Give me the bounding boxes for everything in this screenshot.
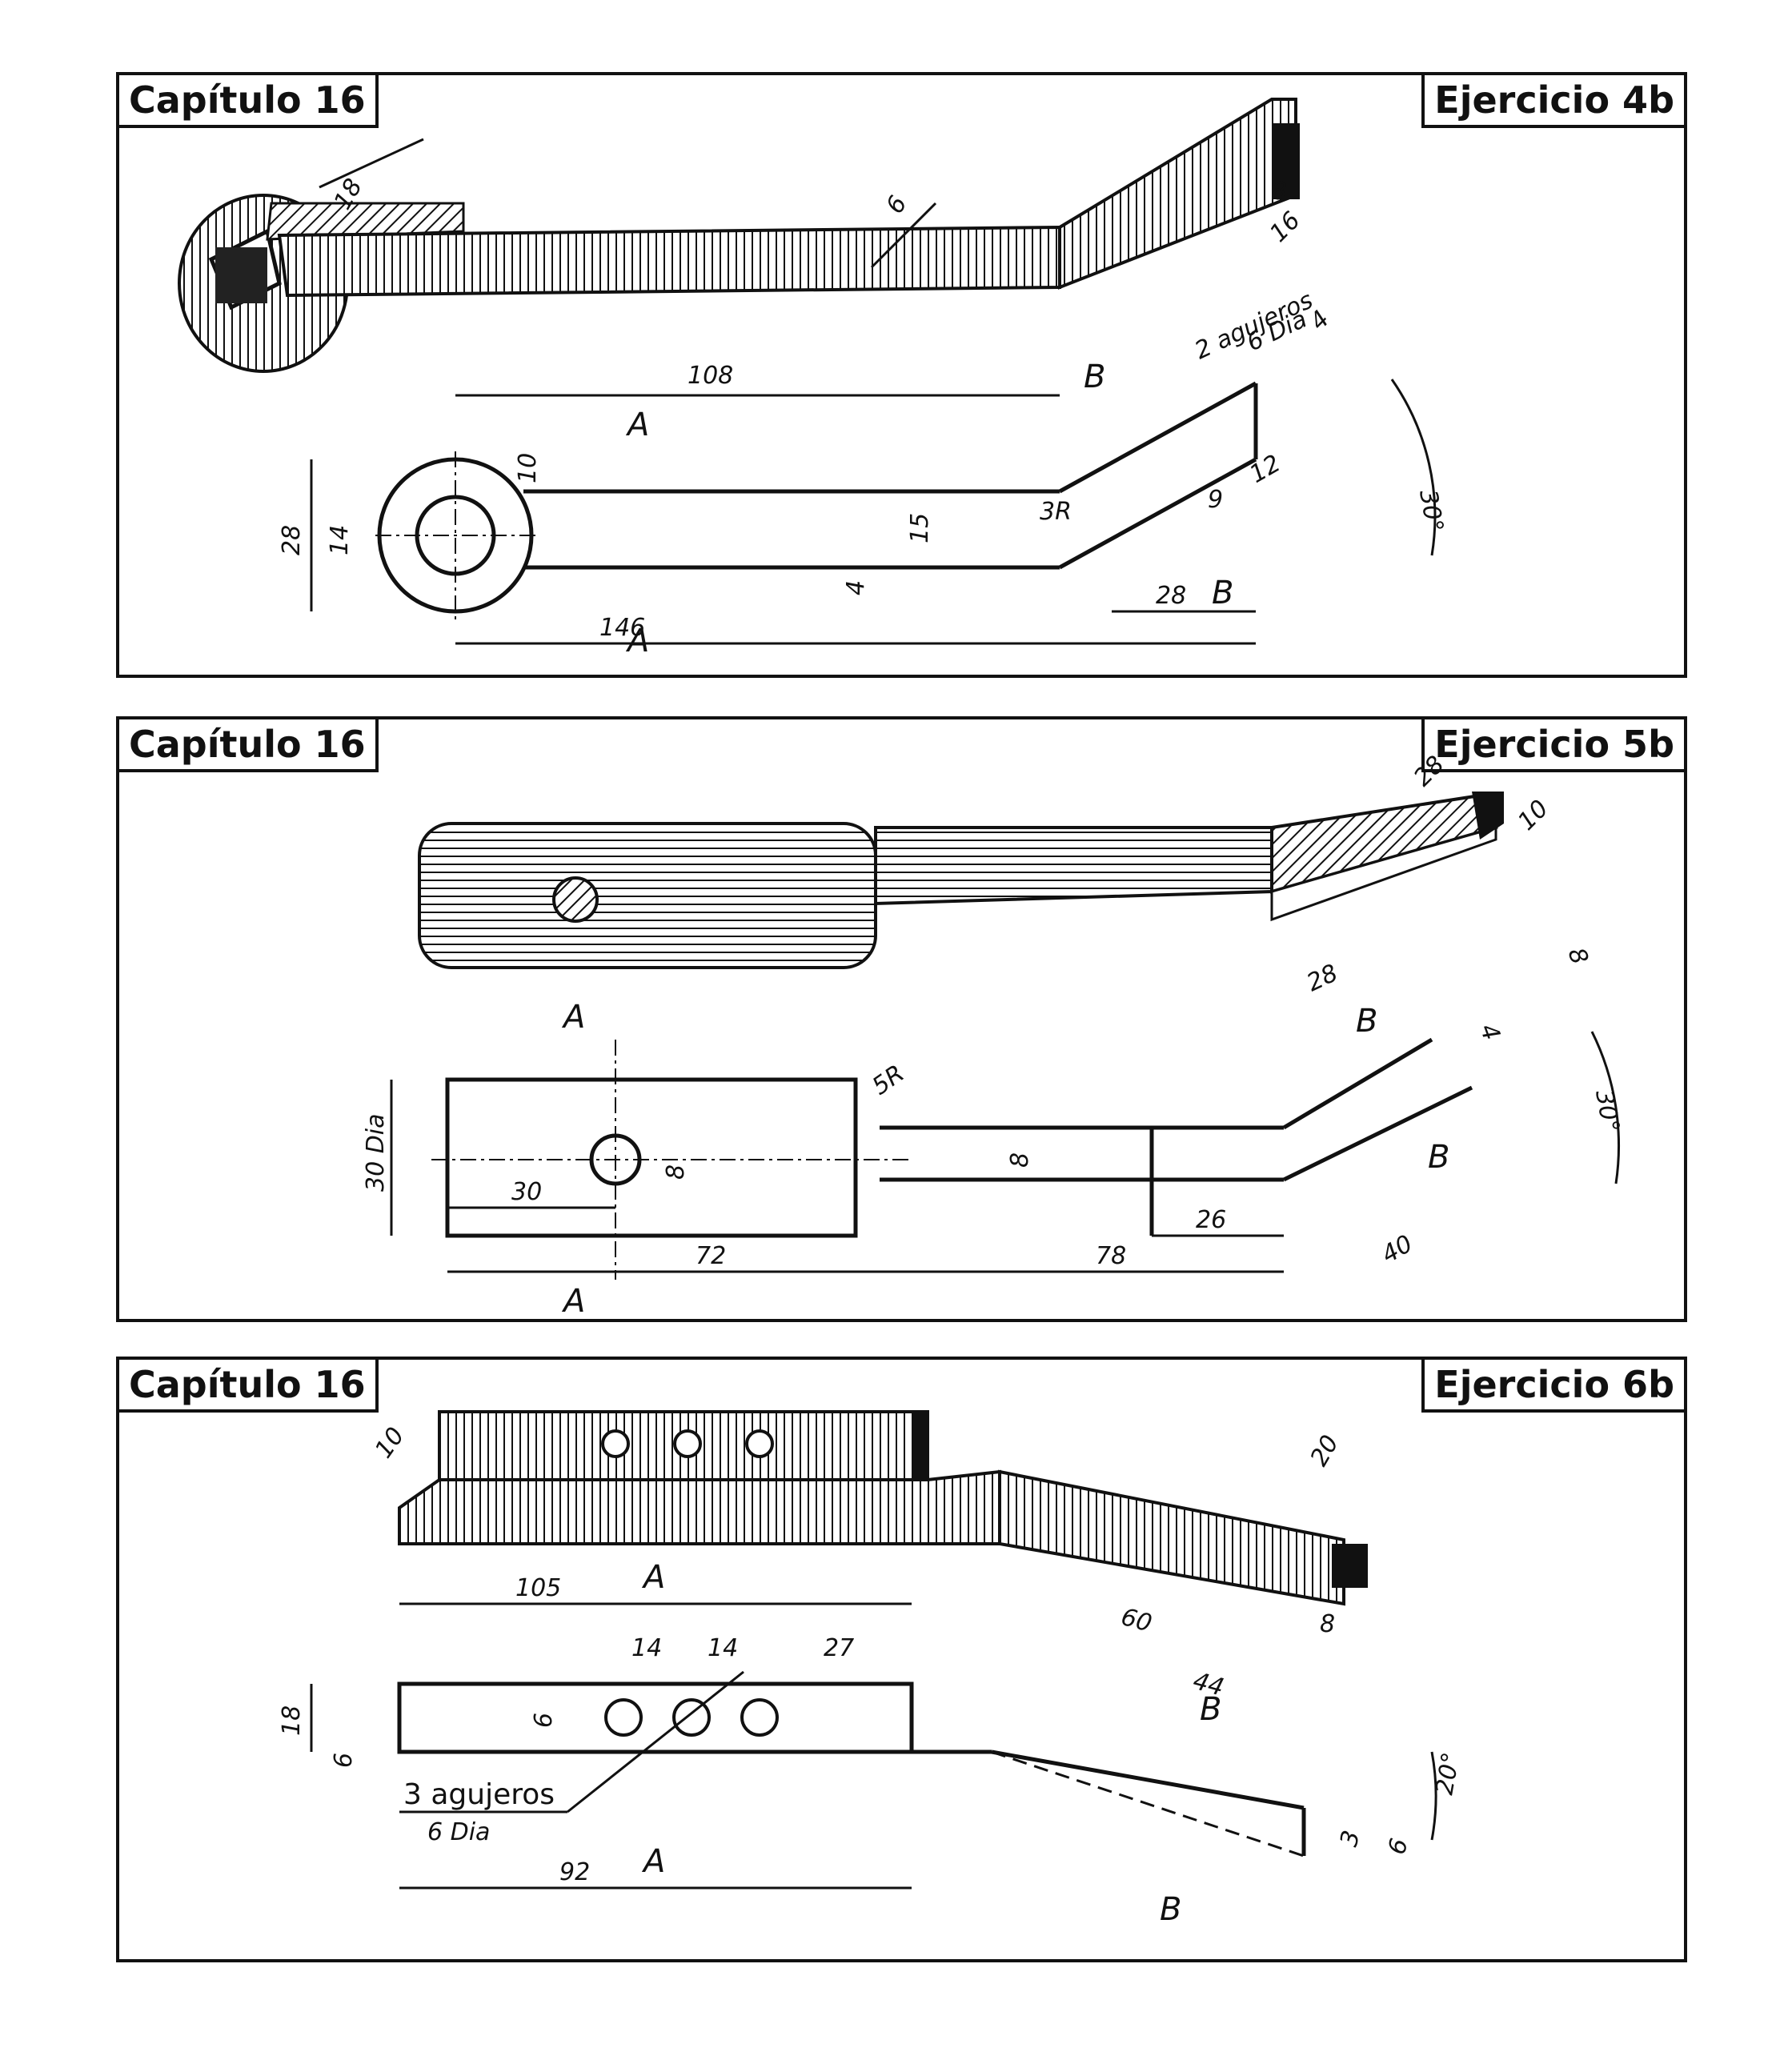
chapter-label: Capítulo 16	[116, 716, 379, 772]
isometric-view	[178, 98, 1300, 373]
dim-14-a: 14	[631, 1634, 662, 1662]
dim-6: 6	[330, 1753, 358, 1768]
front-view	[397, 1681, 1306, 1858]
dim-146: 146	[599, 614, 645, 642]
drawing-6b: 10 20 8 105 14 14 27 6 18 6 92 60 44 20°…	[278, 1410, 1465, 1928]
section-a-top: A	[625, 407, 649, 443]
dim-line	[319, 138, 424, 189]
dim-5R: 5R	[868, 1060, 910, 1101]
dim-92: 92	[559, 1858, 590, 1886]
drawing-4b: 18 6 8 16 108 10 15 4 28 14 146 28 3R 9	[178, 98, 1449, 659]
dim-78: 78	[1096, 1242, 1126, 1270]
section-b-top: B	[1084, 359, 1105, 395]
dim-3: 3	[1335, 1828, 1366, 1850]
dim-16: 16	[1265, 206, 1306, 248]
dim-28: 28	[278, 525, 306, 555]
holes-dia: 6 Dia	[427, 1818, 490, 1846]
dim-10: 10	[370, 1422, 411, 1463]
section-a-top: A	[641, 1559, 665, 1596]
dim-12: 12	[1245, 450, 1286, 489]
isometric-view	[398, 1410, 1368, 1606]
dim-line	[870, 202, 937, 269]
holes-note: 3 agujeros	[403, 1778, 555, 1811]
dim-6-vertical: 6	[530, 1713, 558, 1728]
dim-8-b: 8	[1561, 944, 1593, 968]
exercise-label: Ejercicio 5b	[1421, 716, 1687, 772]
dim-26: 26	[1196, 1206, 1226, 1234]
dim-14: 14	[326, 525, 354, 555]
dim-108: 108	[688, 362, 733, 390]
dim-30deg: 30°	[1590, 1088, 1625, 1134]
dim-40: 40	[1377, 1230, 1418, 1269]
section-a-bottom: A	[625, 623, 649, 659]
section-a-bottom: A	[561, 1283, 585, 1320]
chapter-label: Capítulo 16	[116, 72, 379, 128]
dim-9: 9	[1208, 486, 1223, 514]
dim-72: 72	[696, 1242, 726, 1270]
dim-8: 8	[1272, 178, 1287, 206]
dim-60: 60	[1118, 1603, 1155, 1638]
dim-8: 8	[1006, 1152, 1034, 1168]
exercise-panel-6b: Capítulo 16 Ejercicio 6b 10 20 8	[116, 1357, 1687, 1962]
dim-28-top: 28	[1409, 751, 1450, 792]
dim-30: 30	[511, 1178, 542, 1206]
dim-28: 28	[1303, 959, 1342, 997]
isometric-view	[418, 792, 1504, 969]
exercise-label: Ejercicio 4b	[1421, 72, 1687, 128]
dim-15: 15	[906, 513, 934, 543]
section-a-bottom: A	[641, 1843, 665, 1880]
dim-8-hole: 8	[662, 1164, 690, 1180]
drawing-5b: 28 10 30 Dia 8 30 72 78 8 26 5R 28 4 8 3…	[362, 751, 1625, 1320]
section-a-top: A	[561, 999, 585, 1036]
dim-4: 4	[1473, 1020, 1505, 1044]
dim-105: 105	[515, 1574, 561, 1602]
dim-8: 8	[1320, 1610, 1335, 1638]
dim-30-dia: 30 Dia	[362, 1113, 390, 1192]
dim-4: 4	[842, 580, 870, 595]
section-b-top: B	[1200, 1691, 1221, 1728]
dim-6-right: 6	[1383, 1836, 1414, 1858]
section-b-top: B	[1356, 1003, 1377, 1040]
dim-27: 27	[824, 1634, 854, 1662]
exercise-panel-4b: Capítulo 16 Ejercicio 4b 18 6 8	[116, 72, 1687, 678]
section-b-bottom: B	[1428, 1139, 1449, 1176]
dim-20: 20	[1305, 1430, 1345, 1471]
dim-10: 10	[1513, 795, 1554, 836]
front-view	[445, 1037, 1473, 1238]
dim-20deg: 20°	[1430, 1750, 1465, 1797]
dim-28-horizontal: 28	[1156, 582, 1186, 610]
front-view	[377, 381, 1258, 614]
dim-6: 6	[881, 191, 913, 218]
dim-10: 10	[514, 453, 542, 483]
section-b-bottom: B	[1212, 575, 1233, 611]
dim-3R: 3R	[1040, 498, 1072, 526]
exercise-label: Ejercicio 6b	[1421, 1357, 1687, 1413]
exercise-panel-5b: Capítulo 16 Ejercicio 5b 28 10	[116, 716, 1687, 1322]
section-b-bottom: B	[1160, 1891, 1181, 1928]
chapter-label: Capítulo 16	[116, 1357, 379, 1413]
dim-14-b: 14	[708, 1634, 738, 1662]
dim-18: 18	[278, 1705, 306, 1736]
dim-30deg: 30°	[1413, 487, 1449, 534]
